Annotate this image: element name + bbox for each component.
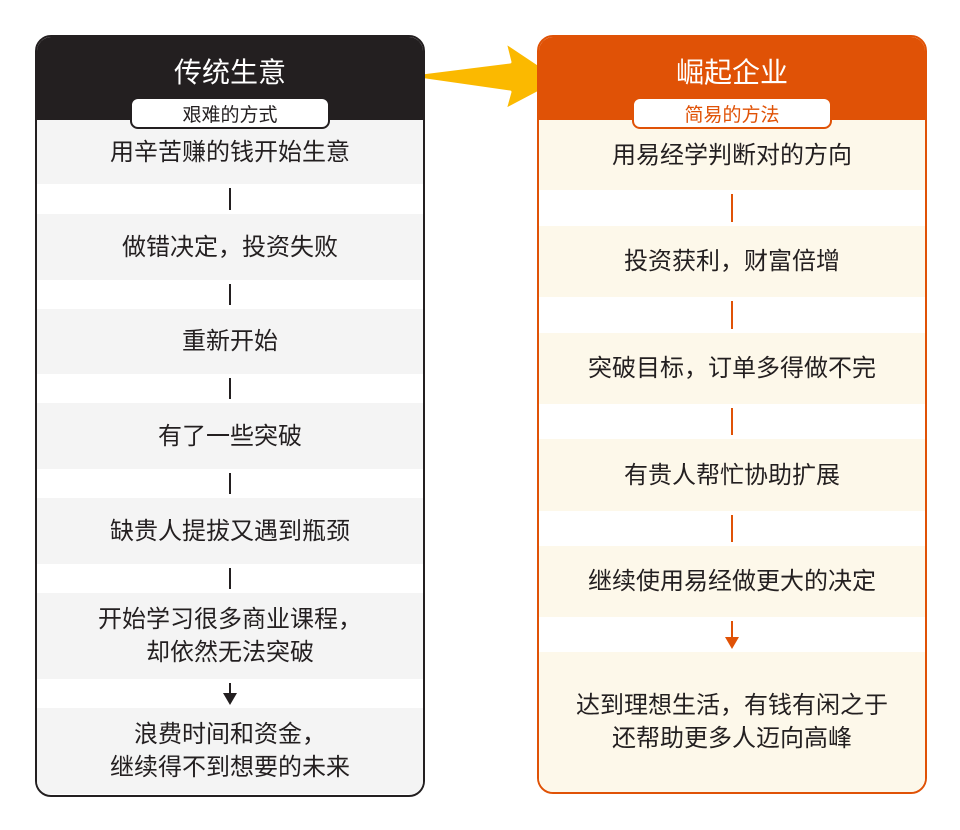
left-title: 传统生意 bbox=[173, 56, 286, 89]
step-text: 投资获利，财富倍增 bbox=[624, 247, 840, 275]
connector-line bbox=[229, 568, 231, 589]
connector-line bbox=[731, 408, 733, 435]
flow-step: 缺贵人提拔又遇到瓶颈 bbox=[37, 498, 423, 564]
connector bbox=[37, 564, 423, 593]
step-text: 有了一些突破 bbox=[158, 421, 302, 450]
flow-step: 用辛苦赚的钱开始生意 bbox=[37, 120, 423, 184]
connector-line bbox=[731, 621, 733, 640]
left-header: 传统生意 艰难的方式 bbox=[37, 37, 423, 129]
connector-line bbox=[731, 301, 733, 329]
connector bbox=[539, 190, 925, 226]
step-text: 开始学习很多商业课程， bbox=[98, 605, 362, 633]
connector-line bbox=[731, 515, 733, 542]
flow-step: 重新开始 bbox=[37, 309, 423, 374]
step-text: 继续得不到想要的未来 bbox=[110, 753, 350, 781]
step-text: 达到理想生活，有钱有闲之于 bbox=[576, 691, 888, 719]
step-text: 有贵人帮忙协助扩展 bbox=[624, 460, 840, 489]
connector-line bbox=[731, 194, 733, 222]
rising-enterprise-panel: 崛起企业 简易的方法 用易经学判断对的方向投资获利，财富倍增突破目标，订单多得做… bbox=[537, 35, 927, 794]
flow-step: 有贵人帮忙协助扩展 bbox=[539, 439, 925, 511]
arrow-down-icon bbox=[223, 693, 237, 705]
step-text: 还帮助更多人迈向高峰 bbox=[612, 724, 852, 752]
connector bbox=[37, 280, 423, 309]
step-text: 用辛苦赚的钱开始生意 bbox=[110, 137, 350, 166]
arrow-down-icon bbox=[725, 637, 739, 649]
traditional-business-panel: 传统生意 艰难的方式 用辛苦赚的钱开始生意做错决定，投资失败重新开始有了一些突破… bbox=[35, 35, 425, 797]
right-badge: 简易的方法 bbox=[632, 97, 832, 129]
connector bbox=[539, 617, 925, 652]
flow-step: 达到理想生活，有钱有闲之于还帮助更多人迈向高峰 bbox=[539, 652, 925, 792]
connector bbox=[37, 374, 423, 403]
connector bbox=[37, 184, 423, 214]
flow-step: 用易经学判断对的方向 bbox=[539, 120, 925, 190]
connector bbox=[37, 679, 423, 708]
flow-step: 做错决定，投资失败 bbox=[37, 214, 423, 280]
flow-step: 开始学习很多商业课程， 却依然无法突破 bbox=[37, 593, 423, 679]
step-text: 做错决定，投资失败 bbox=[122, 232, 338, 261]
step-text: 重新开始 bbox=[182, 327, 278, 355]
flow-step: 浪费时间和资金， 继续得不到想要的未来 bbox=[37, 708, 423, 794]
connector bbox=[539, 297, 925, 333]
step-text: 浪费时间和资金， bbox=[134, 720, 326, 748]
flow-step: 有了一些突破 bbox=[37, 403, 423, 469]
connector-line bbox=[229, 188, 231, 210]
flow-step: 突破目标，订单多得做不完 bbox=[539, 333, 925, 404]
connector-line bbox=[229, 473, 231, 494]
flow-step: 继续使用易经做更大的决定 bbox=[539, 546, 925, 617]
step-text: 用易经学判断对的方向 bbox=[612, 140, 852, 169]
left-badge: 艰难的方式 bbox=[130, 97, 330, 129]
connector-line bbox=[229, 284, 231, 305]
right-flow: 用易经学判断对的方向投资获利，财富倍增突破目标，订单多得做不完有贵人帮忙协助扩展… bbox=[539, 120, 925, 792]
step-text: 缺贵人提拔又遇到瓶颈 bbox=[110, 516, 350, 545]
step-text: 继续使用易经做更大的决定 bbox=[588, 567, 876, 595]
step-text: 突破目标，订单多得做不完 bbox=[588, 354, 876, 382]
step-text: 却依然无法突破 bbox=[146, 638, 314, 666]
right-header: 崛起企业 简易的方法 bbox=[539, 37, 925, 129]
right-title: 崛起企业 bbox=[675, 56, 788, 89]
flow-step: 投资获利，财富倍增 bbox=[539, 226, 925, 297]
connector-line bbox=[229, 378, 231, 399]
connector-line bbox=[229, 683, 231, 696]
left-flow: 用辛苦赚的钱开始生意做错决定，投资失败重新开始有了一些突破缺贵人提拔又遇到瓶颈开… bbox=[37, 120, 423, 794]
connector bbox=[539, 511, 925, 546]
connector bbox=[37, 469, 423, 498]
connector bbox=[539, 404, 925, 439]
